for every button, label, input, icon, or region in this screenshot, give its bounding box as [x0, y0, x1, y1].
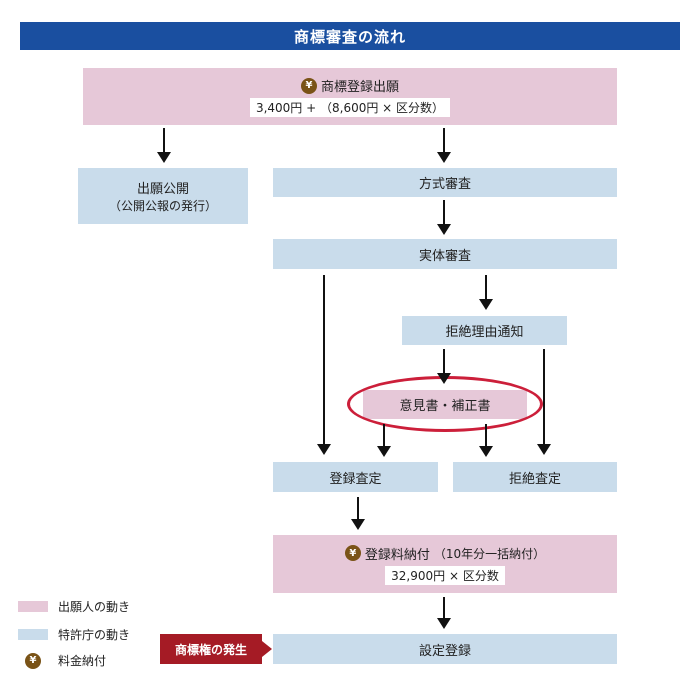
arrow-head [351, 519, 365, 530]
refusal-decision-box: 拒絶査定 [453, 462, 617, 492]
registration-fee-note: （10年分一括納付） [433, 546, 546, 561]
publication-label: 出願公開 [136, 182, 189, 197]
legend-office-label: 特許庁の動き [58, 628, 131, 642]
application-label: 商標登録出願 [320, 80, 399, 95]
legend-swatch-pink [18, 601, 48, 612]
refusal-notice-box: 拒絶理由通知 [402, 316, 567, 345]
arrow-shaft [357, 497, 359, 519]
arrow-shaft [443, 349, 445, 373]
arrow-head [437, 373, 451, 384]
arrow-shaft [443, 128, 445, 152]
application-box: ¥ 商標登録出願 3,400円 + （8,600円 × 区分数） [83, 68, 617, 125]
setting-registration-label: 設定登録 [418, 643, 471, 659]
arrow-head [479, 446, 493, 457]
arrow-head [437, 618, 451, 629]
arrow-shaft [443, 597, 445, 618]
legend-fee: ¥ 料金納付 [25, 652, 106, 669]
rights-badge-pointer [262, 641, 272, 657]
yen-icon: ¥ [344, 545, 361, 561]
substantive-exam-label: 実体審査 [418, 248, 471, 264]
registration-fee-box: ¥ 登録料納付 （10年分一括納付） 32,900円 × 区分数 [273, 535, 617, 593]
registration-decision-label: 登録査定 [329, 471, 382, 487]
arrow-head [479, 299, 493, 310]
arrow-head [317, 444, 331, 455]
legend-office: 特許庁の動き [18, 626, 130, 643]
arrow-shaft [383, 424, 385, 446]
formality-exam-box: 方式審査 [273, 168, 617, 197]
highlight-oval [347, 376, 543, 432]
arrow-shaft [443, 200, 445, 224]
publication-note: （公開公報の発行） [108, 199, 217, 213]
arrow-head [437, 224, 451, 235]
yen-icon: ¥ [25, 652, 41, 669]
legend-fee-label: 料金納付 [58, 654, 107, 668]
rights-badge: 商標権の発生 [160, 634, 262, 664]
arrow-head [437, 152, 451, 163]
substantive-exam-box: 実体審査 [273, 239, 617, 269]
formality-exam-label: 方式審査 [418, 177, 471, 192]
arrow-head [377, 446, 391, 457]
setting-registration-box: 設定登録 [273, 634, 617, 664]
arrow-shaft [163, 128, 165, 152]
arrow-shaft [543, 349, 545, 444]
refusal-notice-label: 拒絶理由通知 [445, 325, 524, 340]
registration-fee-label: 登録料納付 [364, 547, 430, 563]
registration-fee-amount: 32,900円 × 区分数 [385, 565, 505, 585]
legend-applicant-label: 出願人の動き [58, 600, 131, 614]
legend-swatch-blue [18, 629, 48, 640]
publication-box: 出願公開 （公開公報の発行） [78, 168, 248, 224]
refusal-decision-label: 拒絶査定 [508, 471, 561, 487]
arrow-shaft [323, 275, 325, 444]
registration-decision-box: 登録査定 [273, 462, 438, 492]
arrow-head [537, 444, 551, 455]
arrow-shaft [485, 275, 487, 299]
page-title: 商標審査の流れ [20, 22, 680, 50]
application-fee: 3,400円 + （8,600円 × 区分数） [249, 98, 451, 117]
arrow-head [157, 152, 171, 163]
yen-icon: ¥ [300, 77, 317, 94]
legend-applicant: 出願人の動き [18, 598, 130, 615]
arrow-shaft [485, 424, 487, 446]
